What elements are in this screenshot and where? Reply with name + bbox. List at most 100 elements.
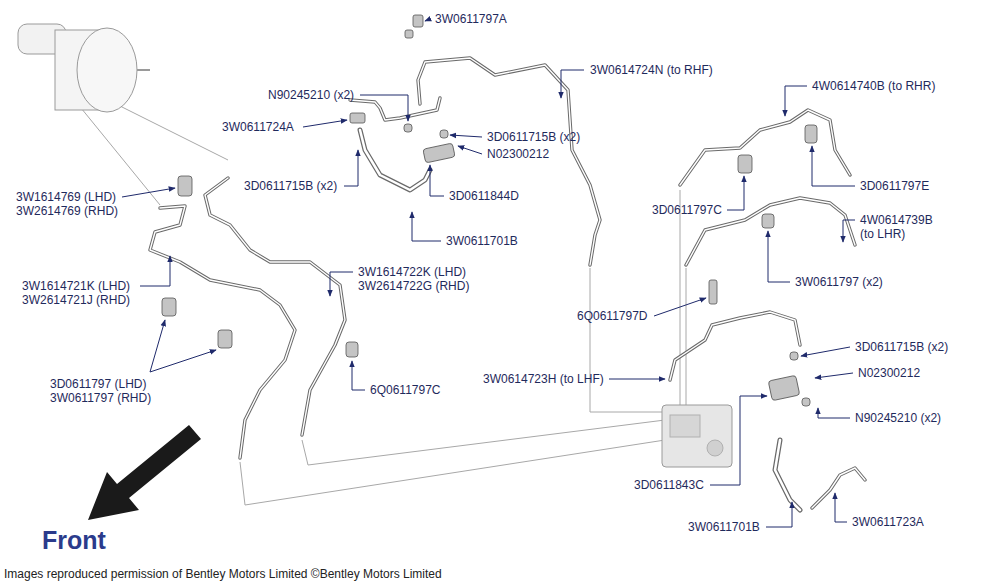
leader-arrow [344,150,358,186]
brake-pipe [205,178,345,435]
leader-arrow [122,188,175,197]
leader-arrow [609,379,665,380]
direction-label: Front [42,526,106,554]
abs-unit [707,440,723,456]
abs-unit [662,405,732,467]
brake-booster [18,24,150,112]
brake-pipe [205,178,345,435]
copyright-caption: Images reproduced permission of Bentley … [4,567,442,581]
part-number: N02300212 [858,366,920,380]
brake-pipe [812,468,865,508]
brake-hose [360,130,430,190]
guide-line [302,420,665,465]
part-number: 3W0614724N (to RHF) [590,63,713,77]
part-number: 3W0611701B [688,520,760,534]
leader-arrow [450,135,482,137]
leader-arrow [150,350,216,372]
leader-arrow [843,220,855,242]
part-number: 3D0611715B (x2) [855,340,948,354]
brake-booster [137,69,150,71]
part-number: 3D0611843C [634,478,704,492]
pipe-clip [405,30,413,38]
part-number: 6Q0611797C [370,383,441,397]
leader-arrow [140,256,170,286]
brake-hose [360,130,430,190]
part-number: N90245210 (x2) [268,88,354,102]
leader-arrow [766,502,792,527]
pipe-clip [440,130,448,138]
part-number: 3W1614769 (LHD) 3W2614769 (RHD) [16,190,120,218]
leader-arrow [812,146,855,186]
part-number: 3W0611723A [852,515,924,529]
guide-line [686,268,687,405]
brake-pipe [812,468,865,508]
pipe-clip [805,125,817,143]
abs-unit [662,405,732,467]
pipe-clip [738,155,752,173]
leader-arrow [458,146,482,154]
pipe-clip [404,124,412,132]
brake-hose [775,440,800,510]
part-number: 3W0614723H (to LHF) [483,372,604,386]
brake-pipe [670,312,800,380]
guide-line [240,440,665,505]
leader-arrow [785,86,807,116]
brake-pipe [418,58,600,265]
part-number: N02300212 [487,147,549,161]
brake-booster [77,28,137,112]
leader-arrow [412,212,441,241]
pipe-clip [423,143,455,163]
part-number: 6Q0611797D [577,309,648,323]
part-number: 3W0611797A [435,12,507,26]
part-number: 3W1614721K (LHD) 3W2614721J (RHD) [22,279,134,307]
leader-arrow [801,347,850,356]
leader-arrow [430,165,444,196]
part-number: 4W0614740B (to RHR) [812,79,935,93]
leader-arrow [352,361,365,390]
brake-hose [360,130,800,510]
leader-arrow [710,396,767,485]
leader-arrow [425,19,430,21]
brake-hose [775,440,800,510]
leader-arrow [303,120,347,127]
brake-pipe [670,312,800,380]
part-number: 3W0611724A [222,120,294,134]
part-number: 3D0611715B (x2) [244,179,337,193]
pipe-clip [709,280,717,304]
leader-arrow [815,373,853,378]
part-number: 3D0611844D [449,189,519,203]
leader-arrow [150,320,165,372]
leader-arrow [654,298,706,316]
pipe-clip [162,298,176,316]
pipe-clip [413,15,423,27]
brake-pipe [418,58,600,265]
pipe-clip [218,330,232,348]
leader-arrow [727,176,744,210]
leader-arrow [561,70,584,98]
brake-pipe [680,110,850,185]
front-arrow [88,425,201,520]
pipe-clip [768,375,800,400]
leader-arrow [360,95,408,121]
abs-unit [670,415,700,437]
part-number: 3W1614722K (LHD) 3W2614722G (RHD) [358,265,474,293]
leader-arrow [818,408,850,418]
part-number: 3W0611797 (x2) [795,275,883,289]
leader-arrow [835,493,847,522]
pipe-clip [762,214,774,228]
brake-pipe [150,206,295,458]
guide-line [680,190,681,405]
part-number: 3D0611797E [860,179,929,193]
pipe-clip [162,15,817,406]
pipe-clip [350,113,365,123]
pipe-clip [178,176,192,196]
guide-line [68,82,686,505]
leader-arrow [768,231,790,282]
pipe-clip [346,342,358,357]
leader-arrow [330,272,353,296]
part-number: 3D0611797 (LHD) 3W0611797 (RHD) [50,377,154,405]
part-number: 3D0611797C [652,203,722,217]
pipe-clip [790,352,798,360]
brake-pipe [150,206,295,458]
brake-pipe [680,110,850,185]
